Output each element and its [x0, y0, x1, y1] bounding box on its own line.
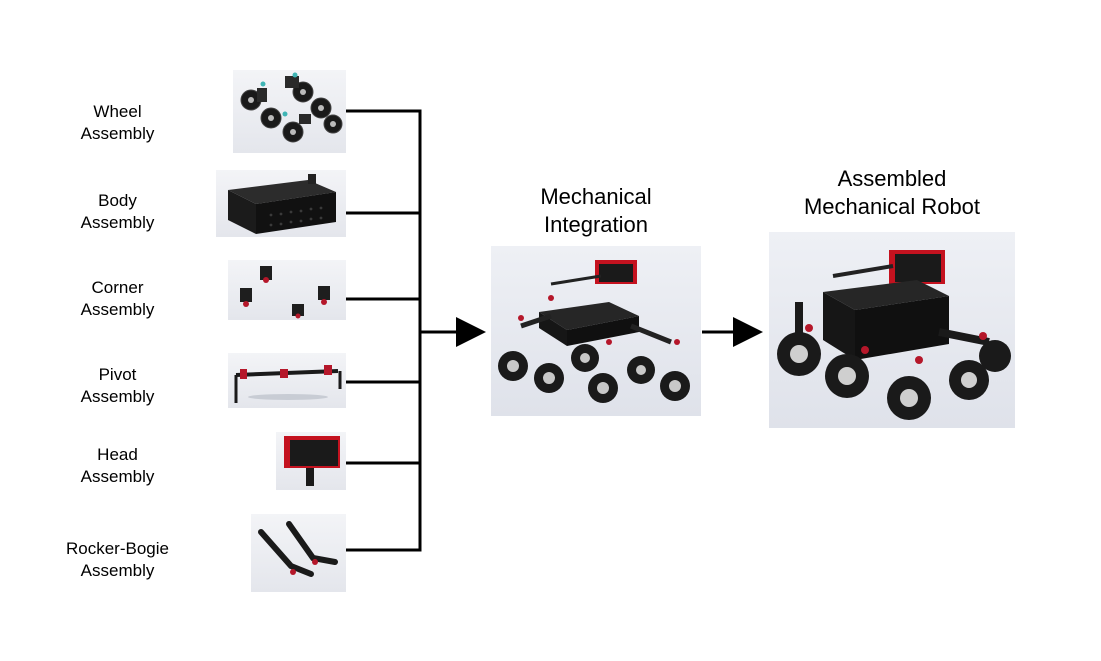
label-line: Wheel: [93, 102, 142, 121]
title-line: Mechanical: [540, 184, 652, 209]
assembly-label-wheel: Wheel Assembly: [60, 101, 175, 145]
final-title: Assembled Mechanical Robot: [772, 165, 1012, 221]
assembly-label-pivot: Pivot Assembly: [60, 364, 175, 408]
body-assembly-image: [216, 170, 346, 237]
assembly-label-corner: Corner Assembly: [60, 277, 175, 321]
label-line: Assembly: [80, 300, 155, 319]
label-line: Assembly: [80, 561, 155, 580]
rocker-bogie-assembly-image: [251, 514, 346, 592]
label-line: Assembly: [80, 467, 155, 486]
label-line: Corner: [91, 278, 144, 297]
assembly-label-body: Body Assembly: [60, 190, 175, 234]
head-assembly-image: [276, 432, 346, 490]
label-line: Head: [97, 445, 138, 464]
assembly-label-rocker-bogie: Rocker-Bogie Assembly: [45, 538, 190, 582]
label-line: Pivot: [98, 365, 137, 384]
wheel-assembly-image: [233, 70, 346, 153]
label-line: Assembly: [80, 387, 155, 406]
title-line: Assembled: [837, 166, 947, 191]
integration-image: [491, 246, 701, 416]
corner-assembly-image: [228, 260, 346, 320]
assembled-robot-image: [769, 232, 1015, 428]
label-line: Rocker-Bogie: [66, 539, 169, 558]
title-line: Integration: [544, 212, 648, 237]
label-line: Assembly: [80, 213, 155, 232]
assembly-label-head: Head Assembly: [60, 444, 175, 488]
label-line: Body: [98, 191, 137, 210]
pivot-assembly-image: [228, 353, 346, 408]
integration-title: Mechanical Integration: [496, 183, 696, 239]
title-line: Mechanical Robot: [803, 194, 981, 219]
label-line: Assembly: [80, 124, 155, 143]
